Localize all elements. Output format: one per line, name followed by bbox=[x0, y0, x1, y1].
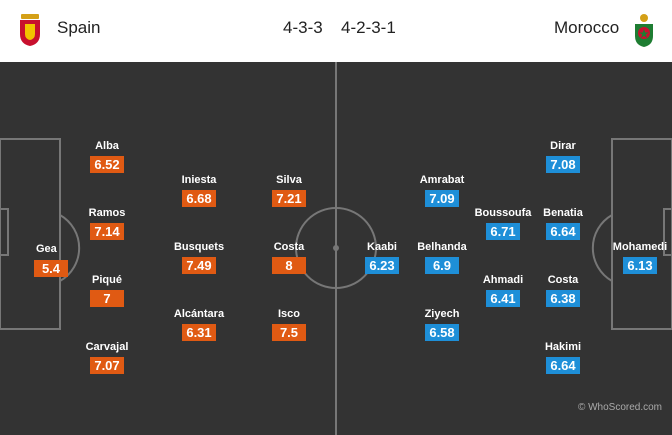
player-name: Amrabat bbox=[419, 174, 465, 186]
pitch: Gea 5.4 Alba 6.52 Ramos 7.14 Piqué 7 Car… bbox=[0, 62, 672, 435]
player-ziyech[interactable]: Ziyech 6.58 bbox=[406, 307, 478, 342]
player-kaabi[interactable]: Kaabi 6.23 bbox=[346, 240, 418, 275]
player-busquets[interactable]: Busquets 7.49 bbox=[163, 240, 235, 275]
player-pique[interactable]: Piqué 7 bbox=[71, 273, 143, 308]
player-amrabat[interactable]: Amrabat 7.09 bbox=[406, 173, 478, 208]
player-rating: 6.41 bbox=[486, 290, 520, 307]
player-name: Alcántara bbox=[173, 308, 225, 320]
player-rating: 6.71 bbox=[486, 223, 520, 240]
player-name: Costa bbox=[547, 274, 579, 286]
player-name: Costa bbox=[273, 241, 305, 253]
player-hakimi[interactable]: Hakimi 6.64 bbox=[527, 340, 599, 375]
player-ahmadi[interactable]: Ahmadi 6.41 bbox=[467, 273, 539, 308]
player-name: Benatia bbox=[543, 207, 583, 219]
player-rating: 7.49 bbox=[182, 257, 216, 274]
player-rating: 7.21 bbox=[272, 190, 306, 207]
player-ramos[interactable]: Ramos 7.14 bbox=[71, 206, 143, 241]
player-rating: 7.07 bbox=[90, 357, 124, 374]
spain-crest-icon bbox=[20, 14, 40, 46]
watermark: © WhoScored.com bbox=[577, 402, 662, 413]
player-name: Isco bbox=[277, 308, 300, 320]
player-name: Mohamedi bbox=[612, 241, 668, 253]
player-alba[interactable]: Alba 6.52 bbox=[71, 139, 143, 174]
player-rating: 7.5 bbox=[272, 324, 306, 341]
player-name: Silva bbox=[276, 174, 302, 186]
player-rating: 7.08 bbox=[546, 156, 580, 173]
player-alcantara[interactable]: Alcántara 6.31 bbox=[163, 307, 235, 342]
player-boussoufa[interactable]: Boussoufa 6.71 bbox=[467, 206, 539, 241]
player-name: Piqué bbox=[92, 274, 122, 286]
player-name: Carvajal bbox=[85, 341, 129, 353]
morocco-crest-icon bbox=[635, 14, 653, 47]
player-belhanda[interactable]: Belhanda 6.9 bbox=[406, 240, 478, 275]
player-rating: 7.14 bbox=[90, 223, 124, 240]
player-rating: 6.64 bbox=[546, 357, 580, 374]
player-benatia[interactable]: Benatia 6.64 bbox=[527, 206, 599, 241]
player-iniesta[interactable]: Iniesta 6.68 bbox=[163, 173, 235, 208]
player-name: Ramos bbox=[88, 207, 126, 219]
player-rating: 6.23 bbox=[365, 257, 399, 274]
player-rating: 6.68 bbox=[182, 190, 216, 207]
player-name: Iniesta bbox=[181, 174, 217, 186]
player-rating: 7.09 bbox=[425, 190, 459, 207]
match-header: Spain 4-3-3 4-2-3-1 Morocco bbox=[0, 0, 672, 60]
player-name: Boussoufa bbox=[474, 207, 532, 219]
player-rating: 6.52 bbox=[90, 156, 124, 173]
away-team-name: Morocco bbox=[554, 18, 620, 37]
pitch-lines bbox=[0, 62, 672, 435]
player-rating: 6.58 bbox=[425, 324, 459, 341]
player-costa-morocco[interactable]: Costa 6.38 bbox=[527, 273, 599, 308]
player-carvajal[interactable]: Carvajal 7.07 bbox=[71, 340, 143, 375]
player-rating: 8 bbox=[272, 257, 306, 274]
player-rating: 7 bbox=[90, 290, 124, 307]
player-rating: 5.4 bbox=[34, 260, 68, 277]
home-team-name: Spain bbox=[57, 18, 101, 37]
player-name: Gea bbox=[36, 243, 57, 255]
player-rating: 6.38 bbox=[546, 290, 580, 307]
player-rating: 6.64 bbox=[546, 223, 580, 240]
player-rating: 6.13 bbox=[623, 257, 657, 274]
player-name: Ahmadi bbox=[482, 274, 524, 286]
player-name: Ziyech bbox=[424, 308, 460, 320]
player-mohamedi[interactable]: Mohamedi 6.13 bbox=[604, 240, 672, 275]
player-rating: 6.9 bbox=[425, 257, 459, 274]
away-formation: 4-2-3-1 bbox=[341, 18, 396, 37]
player-rating: 6.31 bbox=[182, 324, 216, 341]
player-name: Belhanda bbox=[417, 241, 467, 253]
player-gea[interactable]: Gea 5.4 bbox=[21, 239, 93, 277]
player-name: Alba bbox=[95, 140, 119, 152]
player-silva[interactable]: Silva 7.21 bbox=[253, 173, 325, 208]
player-dirar[interactable]: Dirar 7.08 bbox=[527, 139, 599, 174]
player-name: Hakimi bbox=[544, 341, 582, 353]
home-formation: 4-3-3 bbox=[283, 18, 323, 37]
player-name: Busquets bbox=[173, 241, 225, 253]
player-costa-spain[interactable]: Costa 8 bbox=[253, 240, 325, 275]
player-name: Kaabi bbox=[367, 241, 397, 253]
player-isco[interactable]: Isco 7.5 bbox=[253, 307, 325, 342]
player-name: Dirar bbox=[550, 140, 576, 152]
